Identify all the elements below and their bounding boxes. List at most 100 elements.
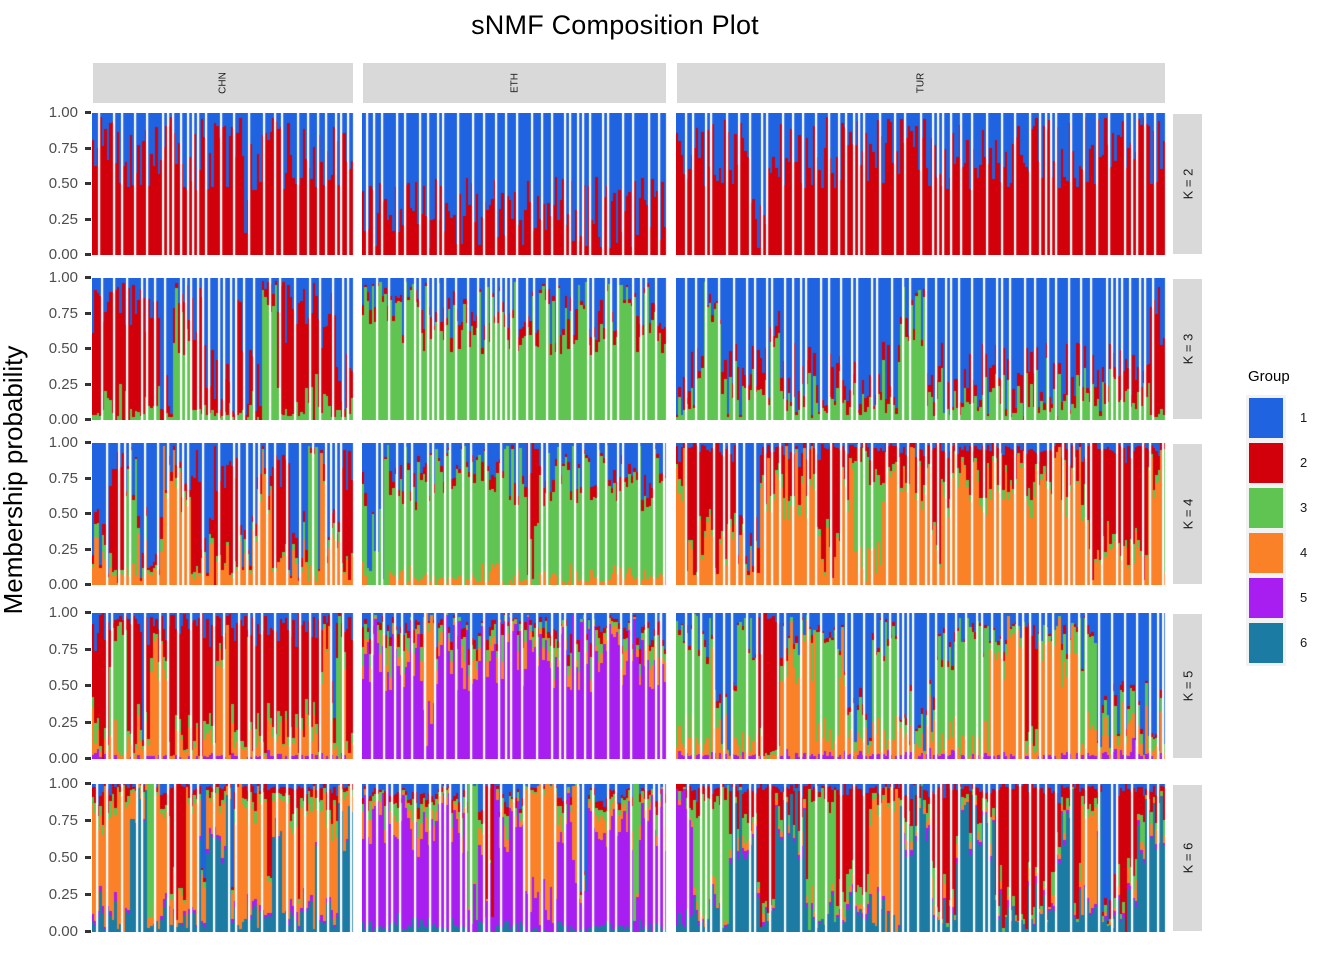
y-tick-mark [85,111,91,114]
admixture-bars [92,784,354,932]
y-tick-mark [85,583,91,586]
admixture-bars [676,613,1166,759]
legend-item-label: 3 [1300,500,1308,515]
legend-item-2[interactable]: 2 [1246,439,1342,486]
admixture-bars [362,443,667,585]
y-tick-label: 0.25 [48,375,78,393]
y-tick-mark [85,720,91,724]
row-strip-label: K = 5 [1180,670,1195,702]
panel-chn-k6 [92,784,354,932]
y-tick-mark [85,547,91,551]
column-strip-chn: CHN [92,62,354,104]
admixture-bars [92,278,354,420]
legend-item-label: 5 [1300,590,1308,605]
y-tick-mark [85,512,91,515]
y-tick-mark [85,930,91,933]
panel-chn-k2 [92,113,354,255]
admixture-bars [676,784,1166,932]
admixture-bars [362,278,667,420]
column-strip-label: ETH [509,73,520,93]
y-tick-mark [85,782,91,785]
y-tick-label: 0.00 [48,923,78,940]
y-tick-mark [85,757,91,760]
y-tick-label: 0.50 [48,340,78,357]
admixture-bars [362,784,667,932]
panel-chn-k3 [92,278,354,420]
panel-eth-k6 [362,784,667,932]
admixture-bars [362,613,667,759]
y-tick-mark [85,819,91,822]
y-tick-label: 0.50 [48,505,78,522]
panel-eth-k2 [362,113,667,255]
legend-item-6[interactable]: 6 [1246,619,1342,666]
legend-item-4[interactable]: 4 [1246,529,1342,576]
page-title: sNMF Composition Plot [471,10,759,40]
y-tick-mark [85,253,91,256]
admixture-bars [676,443,1166,585]
row-strip-label: K = 2 [1180,168,1195,200]
y-tick-label: 0.75 [48,469,78,487]
y-tick-label: 0.25 [48,540,78,558]
y-tick-label: 0.75 [48,812,78,829]
y-tick-mark [85,856,91,859]
y-tick-label: 0.50 [48,175,78,192]
admixture-bars [92,113,354,255]
legend-color-key [1246,484,1286,531]
y-tick-mark [85,276,91,279]
y-tick-label: 0.50 [48,677,78,694]
row-strip-label: K = 3 [1180,333,1195,365]
y-tick-label: 1.00 [48,104,78,121]
admixture-bars [676,113,1166,255]
y-tick-mark [85,476,91,480]
row-strip-label: K = 4 [1180,498,1195,530]
column-strip-label: CHN [217,72,229,94]
y-tick-mark [85,182,91,185]
legend-item-1[interactable]: 1 [1246,394,1342,441]
y-tick-label: 1.00 [48,775,78,792]
legend-color-key [1246,574,1286,621]
y-tick-mark [85,311,91,315]
panel-tur-k5 [676,613,1166,759]
y-tick-mark [85,217,91,221]
panel-eth-k4 [362,443,667,585]
y-tick-label: 0.00 [48,411,78,428]
legend-color-key [1246,619,1286,666]
panel-chn-k5 [92,613,354,759]
y-tick-mark [85,347,91,350]
column-strip-label: TUR [915,72,927,94]
legend-item-5[interactable]: 5 [1246,574,1342,621]
column-strip-eth: ETH [362,62,667,104]
y-tick-label: 0.00 [48,246,78,263]
y-tick-label: 0.00 [48,576,78,593]
legend-item-3[interactable]: 3 [1246,484,1342,531]
y-tick-label: 0.75 [48,640,78,658]
row-strip-k4: K = 4 [1172,443,1203,585]
y-tick-label: 0.25 [48,210,78,228]
y-tick-mark [85,611,91,614]
y-tick-label: 0.00 [48,750,78,767]
row-strip-k5: K = 5 [1172,613,1203,759]
y-tick-label: 1.00 [48,434,78,451]
y-tick-label: 1.00 [48,604,78,621]
panel-tur-k3 [676,278,1166,420]
legend-item-label: 6 [1300,635,1308,650]
y-tick-label: 0.25 [48,886,78,903]
legend-item-label: 1 [1300,410,1308,425]
admixture-bars [362,113,667,255]
y-tick-label: 0.75 [48,304,78,322]
y-tick-label: 0.75 [48,139,78,157]
admixture-bars [92,613,354,759]
legend-color-key [1246,439,1286,486]
panel-tur-k2 [676,113,1166,255]
legend-color-key [1246,529,1286,576]
panel-eth-k5 [362,613,667,759]
y-tick-label: 0.25 [48,713,78,731]
y-tick-mark [85,146,91,150]
y-tick-label: 0.50 [48,849,78,866]
panel-eth-k3 [362,278,667,420]
y-tick-label: 1.00 [48,269,78,286]
y-tick-mark [85,647,91,651]
y-tick-mark [85,684,91,687]
panel-tur-k6 [676,784,1166,932]
